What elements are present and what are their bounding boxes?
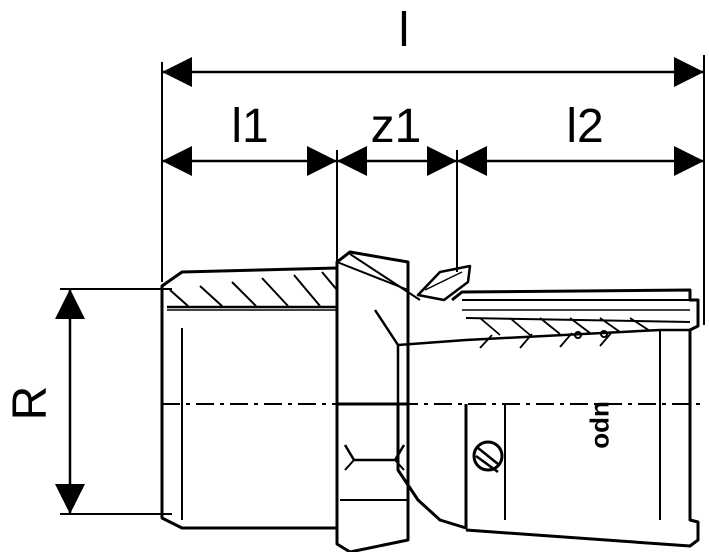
- label-l: l: [399, 4, 410, 57]
- serrations: [479, 317, 651, 349]
- brand-logo: upo: [589, 401, 619, 449]
- dimension-lines: [55, 57, 704, 514]
- pipe-sleeve: [451, 288, 700, 548]
- label-l1: l1: [231, 100, 268, 153]
- inspection-hole: [472, 440, 504, 472]
- label-z1: z1: [371, 100, 422, 153]
- thread-hatch: [169, 271, 338, 307]
- hex-nut: [335, 250, 410, 406]
- label-r: R: [4, 386, 57, 421]
- label-l2: l2: [566, 100, 603, 153]
- press-clip: [416, 264, 472, 302]
- fitting-body: [160, 250, 700, 552]
